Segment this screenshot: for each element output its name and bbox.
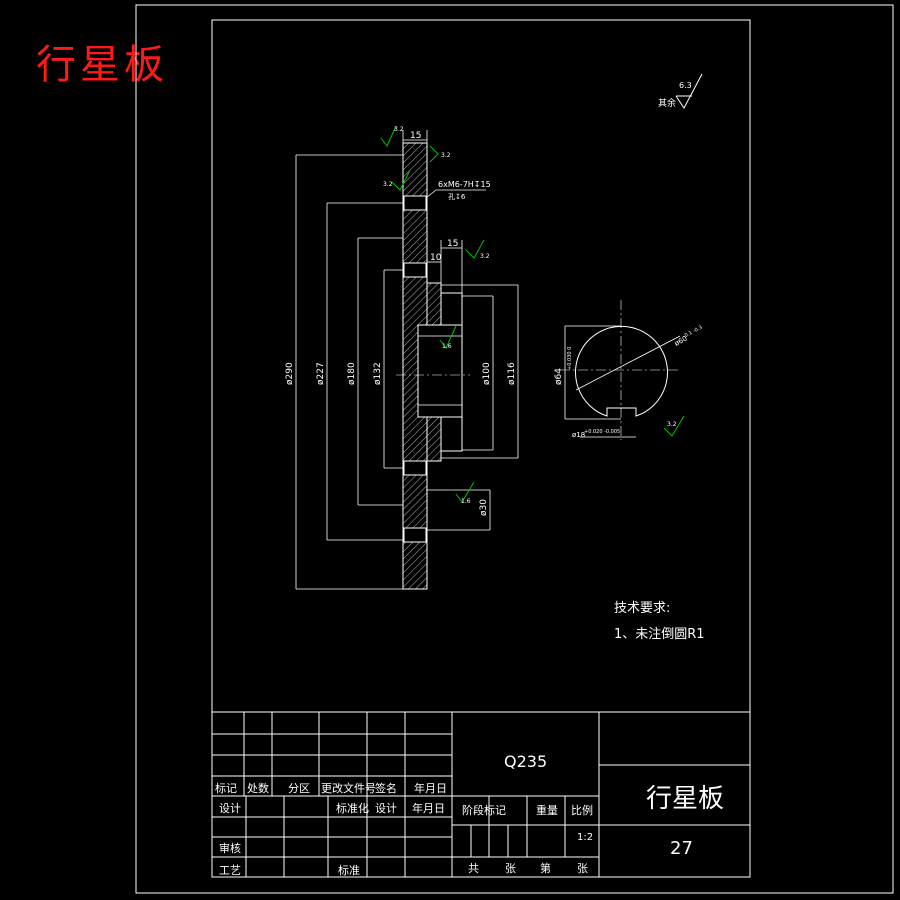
keyed-section-view: ø64 +0.030 0 ø60 -0.1 -0.3 ø18 +0.020 -0…	[554, 300, 704, 440]
dim-w10: 10	[430, 253, 442, 263]
svg-text:3.2: 3.2	[441, 152, 451, 159]
row-standardization: 标准化	[336, 802, 369, 815]
row-check: 审核	[219, 842, 241, 855]
stage-label: 阶段标记	[462, 804, 506, 817]
section-keyway-label: ø18	[572, 431, 585, 439]
title-block-grid	[212, 711, 750, 877]
scale-label: 比例	[571, 804, 593, 817]
section-chord-tol: -0.1 -0.3	[682, 325, 703, 340]
header-mark: 标记	[215, 782, 237, 795]
scale-value: 1:2	[577, 832, 594, 843]
svg-text:其余: 其余	[658, 97, 676, 109]
svg-text:3.2: 3.2	[394, 126, 404, 133]
svg-text:1.6: 1.6	[461, 498, 471, 505]
svg-text:3.2: 3.2	[383, 181, 393, 188]
dim-w15-top: 15	[410, 131, 421, 141]
dim-d132: ø132	[373, 362, 383, 385]
thread-callout: 6xM6-7H↧15	[438, 180, 491, 189]
svg-text:6.3: 6.3	[679, 81, 692, 90]
drawing-title: 行星板	[36, 42, 168, 88]
bore	[417, 324, 463, 418]
outer-border	[135, 4, 894, 894]
sheet-total-label: 共	[468, 862, 479, 875]
dim-d290: ø290	[285, 362, 295, 385]
svg-text:1.6: 1.6	[442, 343, 452, 350]
svg-text:3.2: 3.2	[480, 253, 490, 260]
row-design-2: 设计	[375, 802, 397, 815]
dim-d227: ø227	[316, 362, 326, 385]
row-date: 年月日	[412, 802, 445, 815]
section-keyway-tol: +0.020 -0.005	[584, 429, 620, 435]
tech-requirement-item: 1、未注倒圆R1	[614, 627, 705, 642]
sheet-total-unit: 张	[505, 862, 516, 875]
part-section-view: ø290 ø227 ø180 ø132 ø100 ø116 ø30 15 15 …	[285, 125, 685, 590]
header-signature: 签名	[375, 782, 397, 795]
dim-d180: ø180	[347, 362, 357, 385]
material-label: Q235	[504, 752, 548, 771]
row-design: 设计	[219, 802, 241, 815]
row-approve: 标准	[338, 864, 360, 877]
tech-requirements-heading: 技术要求:	[614, 601, 671, 616]
inner-border	[211, 19, 751, 878]
dim-d116: ø116	[507, 362, 517, 385]
dim-d100: ø100	[482, 362, 492, 385]
header-zone: 分区	[288, 782, 310, 795]
dim-d30: ø30	[479, 499, 489, 516]
part-name: 行星板	[646, 784, 725, 814]
header-change-doc: 更改文件号	[321, 782, 376, 795]
sheet-no-unit: 张	[577, 862, 588, 875]
svg-text:3.2: 3.2	[667, 421, 677, 428]
section-dia-label: ø64	[554, 368, 564, 385]
general-roughness-symbol: 其余 6.3	[658, 73, 703, 109]
drawing-number: 27	[670, 838, 693, 859]
header-date: 年月日	[414, 782, 447, 795]
thread-callout-sub: 孔↧6	[448, 193, 466, 201]
sheet-no-label: 第	[540, 862, 551, 875]
dim-w15-mid: 15	[447, 239, 458, 249]
row-process: 工艺	[219, 864, 241, 877]
section-dia-tol: +0.030 0	[567, 347, 573, 370]
tech-requirements: 技术要求: 1、未注倒圆R1	[614, 596, 705, 648]
weight-label: 重量	[536, 804, 558, 817]
header-count: 处数	[247, 782, 269, 795]
